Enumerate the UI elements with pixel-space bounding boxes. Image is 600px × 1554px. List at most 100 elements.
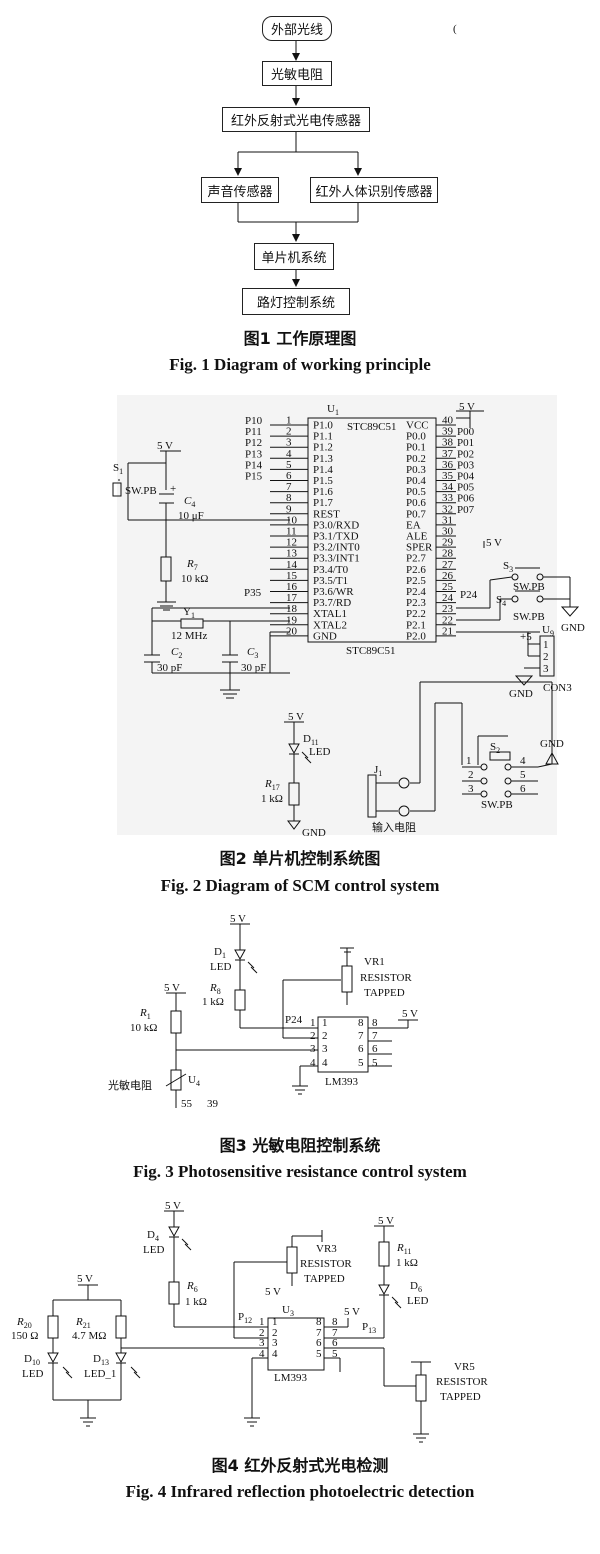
mcu-right-net-label: P01 — [457, 437, 474, 449]
mcu-left-pin-number: 2 — [286, 426, 292, 438]
mcu-right-pin-name: SPER — [406, 542, 433, 554]
mcu-left-pin-number: 5 — [286, 459, 292, 471]
svg-text:6: 6 — [316, 1337, 322, 1349]
mcu-right-pin-number: 34 — [442, 481, 454, 493]
mcu-right-net-label: P07 — [457, 504, 475, 516]
mcu-right-pin-name: P0.1 — [406, 442, 426, 454]
mcu-right-pin-number: 28 — [442, 548, 454, 560]
svg-text:3: 3 — [468, 783, 474, 795]
gnd-s2: GND — [540, 738, 564, 750]
mcu-right-pin-number: 30 — [442, 526, 454, 538]
s3-type: SW.PB — [513, 581, 545, 593]
corner-mark: ( — [453, 23, 457, 35]
r6-ref: R6 — [186, 1280, 198, 1294]
mcu-left-pin-number: 6 — [286, 470, 292, 482]
mcu-left-pin-name: P1.7 — [313, 497, 333, 509]
svg-text:7: 7 — [358, 1030, 364, 1042]
svg-text:4: 4 — [310, 1057, 316, 1069]
f3-ic-name: LM393 — [325, 1076, 359, 1088]
mcu-right-pins — [436, 424, 456, 637]
mcu-left-pin-number: 13 — [286, 548, 298, 560]
mcu-left-pin-name: P3.5/T1 — [313, 575, 348, 587]
f4-vcc-ic-left: 5 V — [265, 1286, 281, 1298]
svg-text:8: 8 — [372, 1017, 378, 1029]
svg-text:4: 4 — [520, 755, 526, 767]
svg-text:3: 3 — [272, 1337, 278, 1349]
r8-ref: R8 — [209, 982, 221, 996]
mcu-right-pin-number: 35 — [442, 470, 454, 482]
mcu-right-pin-number: 24 — [442, 592, 454, 604]
r6-value: 1 kΩ — [185, 1296, 207, 1308]
d6-type: LED — [407, 1295, 428, 1307]
mcu-right-pin-number: 22 — [442, 614, 453, 626]
mcu-left-pin-number: 17 — [286, 592, 298, 604]
f3-n55: 55 — [181, 1098, 193, 1110]
mcu-left-pin-number: 11 — [286, 526, 297, 538]
f4-vcc-r11: 5 V — [378, 1215, 394, 1227]
mcu-left-pin-number: 7 — [286, 481, 292, 493]
u3-ref: U3 — [282, 1304, 294, 1318]
mcu-left-pin-number: 16 — [286, 581, 298, 593]
r20-value: 150 Ω — [11, 1330, 38, 1342]
svg-text:1: 1 — [310, 1017, 316, 1029]
gnd-led: GND — [302, 827, 326, 839]
fig4-caption-en: Fig. 4 Infrared reflection photoelectric… — [125, 1482, 475, 1501]
mcu-left-net-label: P13 — [245, 448, 263, 460]
f3-vcc-top: 5 V — [230, 913, 246, 925]
y1-value: 12 MHz — [171, 630, 207, 642]
r21-value: 4.7 MΩ — [72, 1330, 106, 1342]
mcu-right-pin-number: 36 — [442, 459, 454, 471]
fig1-flow-lines: ( — [234, 23, 457, 287]
svg-text:5: 5 — [520, 769, 526, 781]
u4-ref: U4 — [188, 1074, 200, 1088]
mcu-right-pin-name: P2.3 — [406, 597, 426, 609]
mcu-right-pin-name: P2.1 — [406, 619, 426, 631]
svg-text:8: 8 — [358, 1017, 364, 1029]
fig1-caption-en: Fig. 1 Diagram of working principle — [169, 355, 431, 374]
mcu-left-pin-name: P1.3 — [313, 453, 333, 465]
c4-plus: + — [170, 483, 176, 495]
mcu-right-pin-number: 33 — [442, 492, 454, 504]
s4-type: SW.PB — [513, 611, 545, 623]
f3-n39: 39 — [207, 1098, 219, 1110]
f3-vcc-r1: 5 V — [164, 982, 180, 994]
mcu-left-pin-name: P1.4 — [313, 464, 333, 476]
d4-ref: D4 — [147, 1229, 159, 1243]
mcu-left-pin-number: 9 — [286, 503, 292, 515]
mcu-left-pin-name: P1.2 — [313, 442, 333, 454]
svg-text:5: 5 — [358, 1057, 364, 1069]
f4-vcc-ir: 5 V — [77, 1273, 93, 1285]
mcu-right-pin-number: 39 — [442, 426, 454, 438]
svg-text:7: 7 — [316, 1327, 322, 1339]
svg-text:2: 2 — [543, 651, 549, 663]
mcu-left-net-label: P11 — [245, 426, 262, 438]
mcu-right-pin-name: P2.2 — [406, 608, 426, 620]
vr3-ref: VR3 — [316, 1243, 337, 1255]
svg-text:1: 1 — [272, 1316, 278, 1328]
mcu-left-pin-name: P3.4/T0 — [313, 564, 349, 576]
mcu-right-net-label: P04 — [457, 471, 475, 483]
c3-ref: C3 — [247, 646, 258, 660]
mcu-right-pin-number: 38 — [442, 437, 454, 449]
j1-ref: J1 — [374, 764, 382, 778]
box-streetlight-control: 路灯控制系统 — [242, 288, 350, 315]
p24-net: P24 — [460, 589, 478, 601]
f4-ic-pins: 1 2 3 4 1 2 3 4 8 7 6 5 8 7 6 5 — [259, 1316, 338, 1360]
mcu-right-pin-number: 27 — [442, 559, 454, 571]
mcu-right-pin-name: P2.7 — [406, 553, 426, 565]
svg-text:3: 3 — [322, 1043, 328, 1055]
d1-type: LED — [210, 961, 231, 973]
s2-type: SW.PB — [481, 799, 513, 811]
mcu-right-pin-number: 26 — [442, 570, 454, 582]
mcu-name-top: STC89C51 — [347, 421, 397, 433]
mcu-left-pins — [270, 424, 308, 637]
gnd-s3: GND — [561, 622, 585, 634]
svg-text:2: 2 — [259, 1327, 265, 1339]
mcu-right-pin-number: 37 — [442, 448, 454, 460]
c2-ref: C2 — [171, 646, 182, 660]
mcu-left-pin-name: GND — [313, 630, 337, 642]
photoresistor-label: 光敏电阻 — [108, 1078, 152, 1092]
fig2-background — [117, 395, 557, 835]
